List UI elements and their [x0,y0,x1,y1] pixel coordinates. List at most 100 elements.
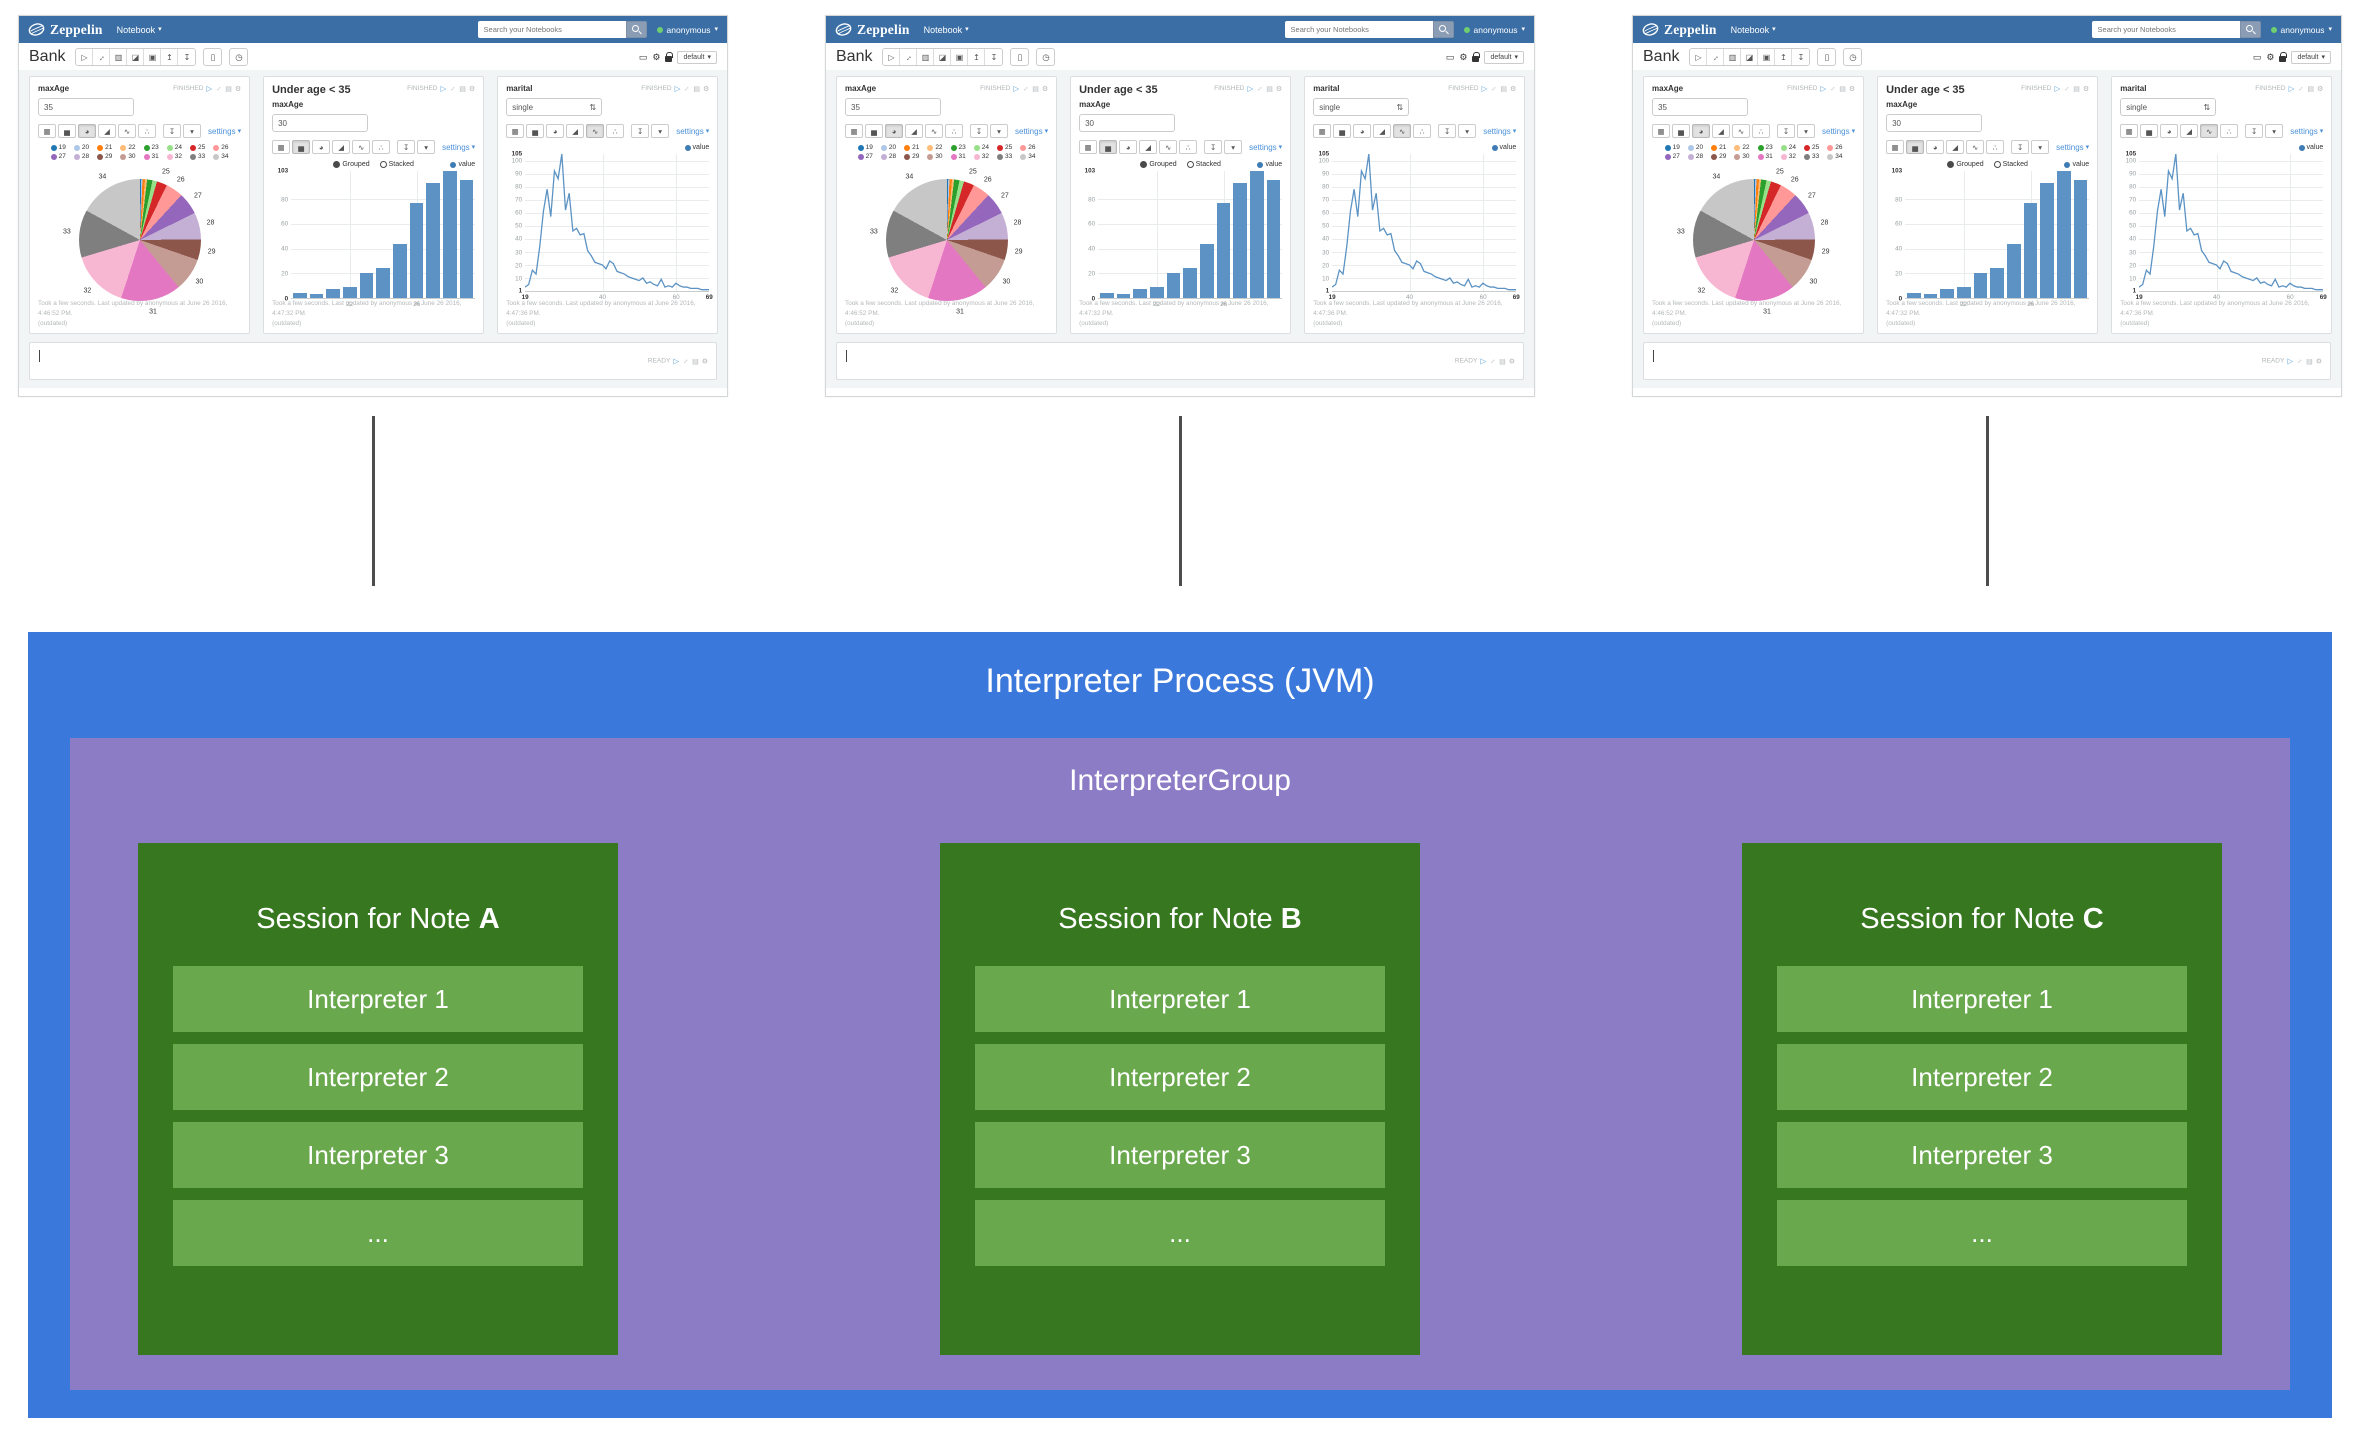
show-editor-icon[interactable]: ▤ [2306,358,2313,365]
interpreter-default-dropdown[interactable]: default ▾ [1484,50,1524,64]
legend-entry[interactable]: 22 [1734,144,1750,151]
legend-entry[interactable]: 33 [997,153,1012,160]
stacked-radio[interactable]: Stacked [379,161,414,168]
legend-entry[interactable]: 27 [857,153,873,160]
scatter-chart-button[interactable]: ∴ [1179,140,1198,154]
paragraph-gear-icon[interactable]: ⚙ [2315,358,2322,365]
fullscreen-icon[interactable]: ↔ [1020,83,1031,94]
legend-entry[interactable]: 22 [927,144,943,151]
line-chart-button[interactable]: ∿ [1393,124,1412,138]
download-button[interactable]: ↧ [1438,124,1457,138]
bar-chart-button[interactable]: ▅ [58,124,76,138]
legend-entry[interactable]: 34 [1020,153,1035,160]
export-note-button[interactable]: ↥ [1775,49,1793,65]
export-note-button[interactable]: ↥ [161,49,179,65]
download-button[interactable]: ↧ [1204,140,1223,154]
show-editor-icon[interactable]: ▤ [1839,85,1846,93]
line-chart-button[interactable]: ∿ [925,124,943,138]
series-legend[interactable]: value [2064,161,2089,168]
legend-entry[interactable]: 25 [1804,144,1819,151]
download-button[interactable]: ↧ [631,124,650,138]
run-paragraph-icon[interactable]: ▷ [206,84,213,93]
download-caret-button[interactable]: ▾ [2031,140,2050,154]
toggle-code-button[interactable]: ▥ [110,49,128,65]
scatter-chart-button[interactable]: ∴ [1752,124,1770,138]
legend-entry[interactable]: 19 [1664,144,1680,151]
legend-entry[interactable]: 23 [143,144,159,151]
run-all-button[interactable]: ▷ [883,49,901,65]
marital-select[interactable]: single ⇅ [2120,98,2217,116]
user-menu[interactable]: anonymous ▾ [1463,25,1525,35]
permissions-lock-icon[interactable] [1472,51,1481,62]
legend-entry[interactable]: 28 [1687,153,1703,160]
legend-entry[interactable]: 23 [950,144,966,151]
toggle-code-button[interactable]: ▥ [917,49,935,65]
line-chart-button[interactable]: ∿ [2200,124,2219,138]
run-all-button[interactable]: ▷ [1690,49,1708,65]
delete-note-button[interactable]: ▯ [1817,48,1837,66]
pie-chart-button[interactable]: ◕ [1119,140,1138,154]
legend-entry[interactable]: 31 [950,153,966,160]
fullscreen-icon[interactable]: ↔ [2061,83,2072,94]
settings-link[interactable]: settings ▾ [442,143,475,152]
shortcut-keyboard-icon[interactable]: ▭ [1445,51,1455,62]
grouped-radio[interactable]: Grouped [1947,161,1984,168]
empty-paragraph-editor[interactable]: READY ▷ ↔ ▤ ⚙ [29,342,717,380]
scatter-chart-button[interactable]: ∴ [1413,124,1432,138]
fullscreen-icon[interactable]: ↔ [1487,356,1498,366]
legend-entry[interactable]: 19 [50,144,66,151]
series-legend[interactable]: value [1313,144,1516,151]
line-chart-button[interactable]: ∿ [1732,124,1750,138]
series-legend[interactable]: value [1257,161,1282,168]
legend-entry[interactable]: 24 [1780,144,1796,151]
paragraph-gear-icon[interactable]: ⚙ [1041,85,1049,93]
run-paragraph-icon[interactable]: ▷ [440,84,447,93]
search-button[interactable] [2239,21,2261,38]
legend-entry[interactable]: 29 [904,153,919,160]
paragraph-gear-icon[interactable]: ⚙ [701,358,708,365]
grouped-radio[interactable]: Grouped [1140,161,1177,168]
line-chart-button[interactable]: ∿ [352,140,371,154]
run-paragraph-icon[interactable]: ▷ [1480,356,1487,366]
bar-chart-button[interactable]: ▅ [526,124,545,138]
legend-entry[interactable]: 32 [1780,153,1796,160]
pie-chart-button[interactable]: ◕ [1692,124,1710,138]
area-chart-button[interactable]: ◢ [332,140,351,154]
line-chart-button[interactable]: ∿ [1159,140,1178,154]
legend-entry[interactable]: 20 [73,144,89,151]
search-input[interactable] [477,21,626,38]
fullscreen-icon[interactable]: ↔ [2295,83,2306,94]
settings-link[interactable]: settings ▾ [1249,143,1282,152]
legend-entry[interactable]: 26 [213,144,228,151]
collapse-button[interactable]: ↔ [93,49,111,65]
shortcut-keyboard-icon[interactable]: ▭ [638,51,648,62]
fullscreen-icon[interactable]: ↔ [1488,83,1499,94]
search-input[interactable] [1284,21,1433,38]
area-chart-button[interactable]: ◢ [1139,140,1158,154]
clone-note-button[interactable]: ▣ [144,49,162,65]
table-chart-button[interactable]: ▦ [1313,124,1332,138]
settings-link[interactable]: settings ▾ [2290,127,2323,136]
legend-entry[interactable]: 29 [97,153,112,160]
download-caret-button[interactable]: ▾ [990,124,1008,138]
legend-entry[interactable]: 28 [880,153,896,160]
legend-entry[interactable]: 34 [1827,153,1842,160]
show-editor-icon[interactable]: ▤ [1500,85,1507,93]
empty-paragraph-editor[interactable]: READY ▷ ↔ ▤ ⚙ [1643,342,2331,380]
area-chart-button[interactable]: ◢ [98,124,116,138]
paragraph-gear-icon[interactable]: ⚙ [1510,85,1517,93]
clear-output-button[interactable]: ◪ [934,49,952,65]
pie-chart-button[interactable]: ◕ [1926,140,1945,154]
clear-output-button[interactable]: ◪ [1741,49,1759,65]
download-caret-button[interactable]: ▾ [2265,124,2284,138]
table-chart-button[interactable]: ▦ [38,124,56,138]
legend-entry[interactable]: 33 [190,153,205,160]
maxage-input[interactable] [38,98,134,116]
bar-chart-button[interactable]: ▅ [1672,124,1690,138]
run-paragraph-icon[interactable]: ▷ [2288,84,2295,93]
settings-link[interactable]: settings ▾ [676,127,709,136]
legend-entry[interactable]: 30 [120,153,136,160]
interpreter-default-dropdown[interactable]: default ▾ [677,50,717,64]
legend-entry[interactable]: 27 [50,153,66,160]
show-editor-icon[interactable]: ▤ [693,85,700,93]
